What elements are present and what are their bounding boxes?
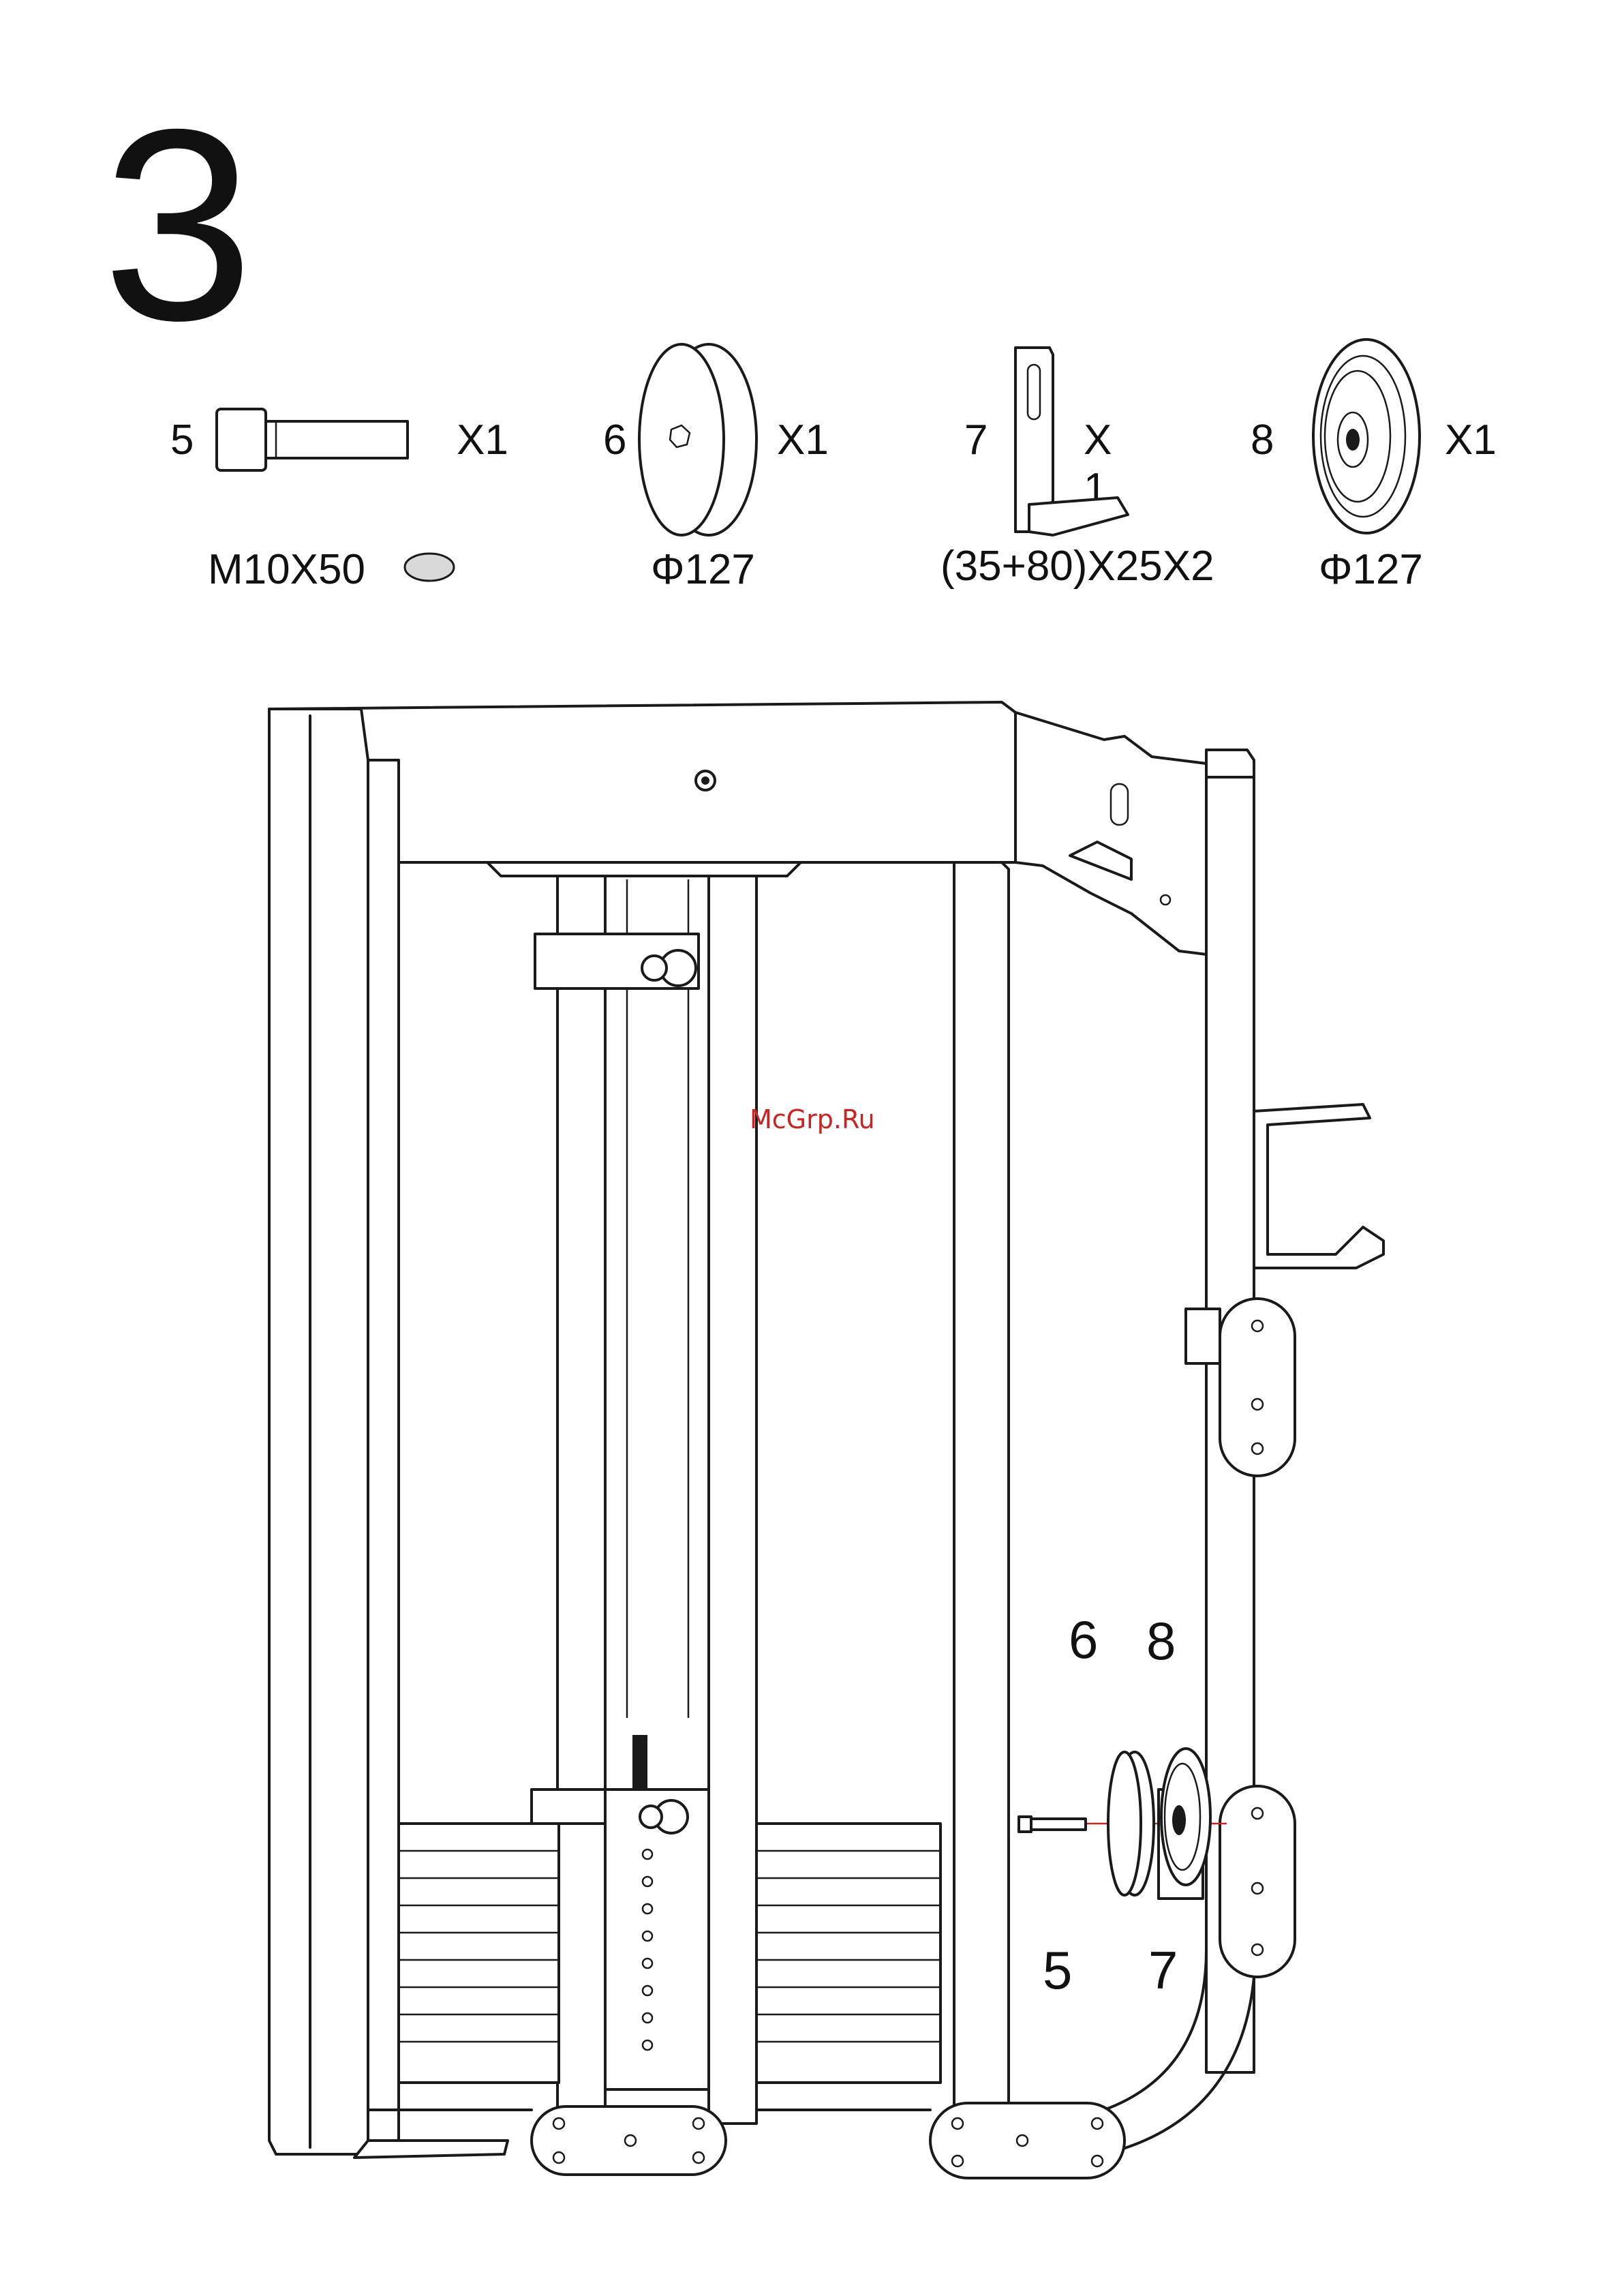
callout-8: 8 [1146,1610,1176,1672]
callout-6: 6 [1069,1609,1098,1671]
pulley-cover-icon [639,344,756,535]
washer-icon [405,554,454,581]
callout-5: 5 [1043,1939,1072,2002]
upper-pulley-plate [1186,1299,1295,1476]
lower-pulley-plate [1220,1786,1295,1977]
pulley-icon [1313,339,1420,533]
bolt-icon [217,409,408,470]
base-plate-right [930,2103,1124,2178]
callout-7: 7 [1148,1939,1178,2002]
base-plate-left [532,2106,726,2175]
bracket-icon [1015,348,1128,535]
weight-stack [399,1735,940,2089]
watermark: McGrp.Ru [750,1104,875,1134]
pulley-assembly [1019,1749,1227,1899]
